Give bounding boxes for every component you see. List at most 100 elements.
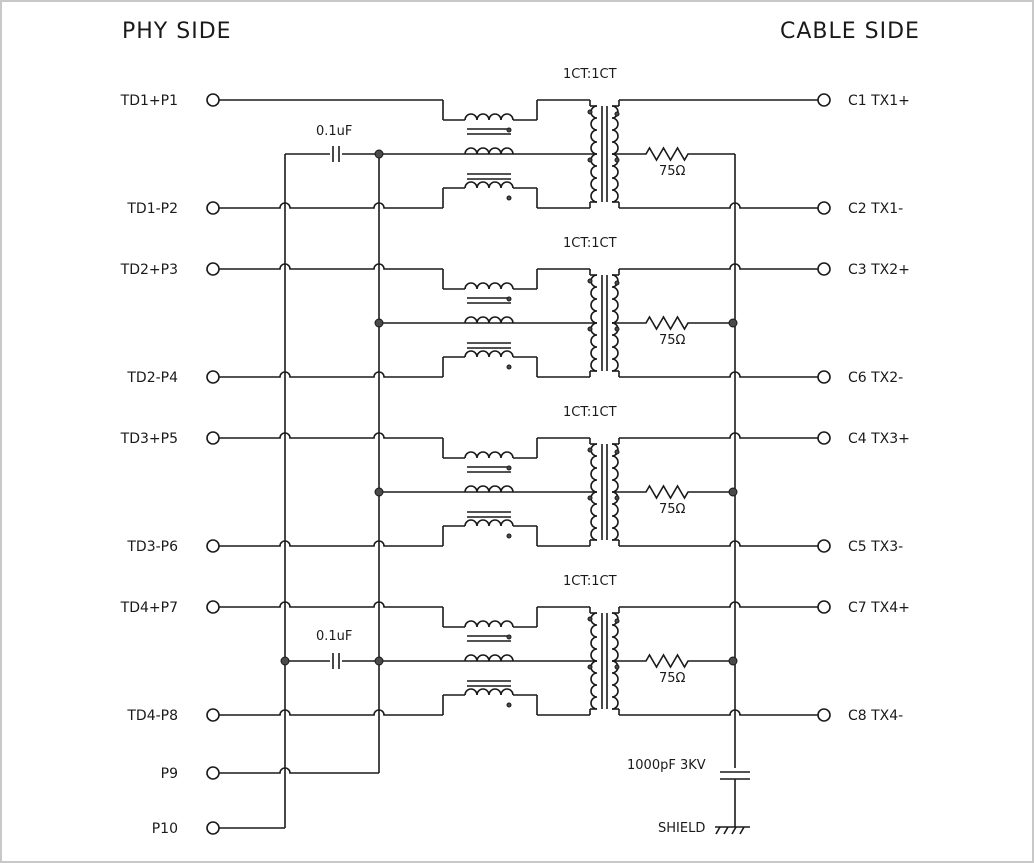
ch1-choke-dot-top bbox=[506, 127, 512, 133]
ch4-phy-plus-label: TD4+P7 bbox=[120, 600, 178, 616]
ch4-choke-dot-bottom bbox=[506, 702, 512, 708]
ch1-phy-minus-label: TD1-P2 bbox=[126, 201, 178, 217]
ch4-pri-dot-b bbox=[587, 664, 593, 670]
cable-side-heading: CABLE SIDE bbox=[780, 19, 920, 44]
ch1-cable-minus-wire bbox=[619, 202, 818, 209]
ch4-phy-minus-wire bbox=[219, 709, 443, 716]
ch1-sec-dot-b bbox=[614, 157, 620, 163]
shield-ground-hatch-1 bbox=[723, 826, 729, 835]
ch3-rt-node bbox=[728, 487, 738, 497]
ch1-phy-minus-terminal bbox=[206, 201, 220, 215]
ch2-secondary-coil-lower bbox=[611, 322, 619, 372]
ch3-primary-coil-lower bbox=[590, 491, 598, 541]
ch2-sec-dot-a bbox=[614, 280, 620, 286]
ch2-phy-minus-wire bbox=[219, 371, 443, 378]
ch3-cable-plus-terminal bbox=[817, 431, 831, 445]
ch1-pri-dot-a bbox=[587, 109, 593, 115]
resistor-label-2: 75Ω bbox=[659, 333, 686, 348]
ch3-choke-coil-center bbox=[464, 485, 514, 493]
ch2-choke-dot-top bbox=[506, 296, 512, 302]
resistor-label-4: 75Ω bbox=[659, 671, 686, 686]
ch2-phy-plus-label: TD2+P3 bbox=[120, 262, 178, 278]
ch3-cable-minus-wire bbox=[619, 540, 818, 547]
p9-label: P9 bbox=[161, 766, 178, 782]
ch2-phy-minus-terminal bbox=[206, 370, 220, 384]
ch2-cable-plus-terminal bbox=[817, 262, 831, 276]
ch3-phy-minus-label: TD3-P6 bbox=[126, 539, 178, 555]
ch2-sec-dot-b bbox=[614, 326, 620, 332]
ch3-termination-resistor bbox=[642, 484, 692, 500]
ch4-cable-minus-wire bbox=[619, 709, 818, 716]
shield-ground-hatch-3 bbox=[739, 826, 745, 835]
ch1-termination-resistor bbox=[642, 146, 692, 162]
ch2-phy-plus-wire bbox=[219, 263, 443, 270]
ch3-choke-coil-top bbox=[464, 451, 514, 459]
ch3-ct-node bbox=[374, 487, 384, 497]
ch1-choke-coil-bottom bbox=[464, 181, 514, 189]
ch3-pri-dot-a bbox=[587, 447, 593, 453]
ch1-secondary-coil-lower bbox=[611, 153, 619, 203]
ch3-cable-minus-terminal bbox=[817, 539, 831, 553]
ch4-choke-dot-top bbox=[506, 634, 512, 640]
ratio-label-4: 1CT:1CT bbox=[563, 574, 617, 589]
capacitor-label-bottom: 0.1uF bbox=[316, 629, 352, 644]
ch1-cable-minus-label: C2 TX1- bbox=[848, 201, 903, 217]
ch4-sec-dot-b bbox=[614, 664, 620, 670]
ch4-phy-plus-wire bbox=[219, 601, 443, 608]
ratio-label-1: 1CT:1CT bbox=[563, 67, 617, 82]
ch3-phy-minus-terminal bbox=[206, 539, 220, 553]
ratio-label-2: 1CT:1CT bbox=[563, 236, 617, 251]
ch4-secondary-coil-lower bbox=[611, 660, 619, 710]
shield-ground-hatch-2 bbox=[731, 826, 737, 835]
ch3-cable-plus-label: C4 TX3+ bbox=[848, 431, 910, 447]
ch4-rt-node bbox=[728, 656, 738, 666]
ch4-ct-node bbox=[374, 656, 384, 666]
ch3-phy-plus-terminal bbox=[206, 431, 220, 445]
p9-terminal bbox=[206, 766, 220, 780]
ch4-choke-coil-bottom bbox=[464, 688, 514, 696]
ch4-phy-minus-label: TD4-P8 bbox=[126, 708, 178, 724]
ch2-choke-coil-center bbox=[464, 316, 514, 324]
ch1-primary-coil-upper bbox=[590, 105, 598, 155]
ch2-pri-dot-b bbox=[587, 326, 593, 332]
ch4-cable-minus-terminal bbox=[817, 708, 831, 722]
ch3-primary-coil-upper bbox=[590, 443, 598, 493]
ch1-cable-plus-label: C1 TX1+ bbox=[848, 93, 910, 109]
ch4-primary-coil-lower bbox=[590, 660, 598, 710]
ch1-pri-dot-b bbox=[587, 157, 593, 163]
shield-ground-hatch-0 bbox=[715, 826, 721, 835]
ch3-cable-plus-wire bbox=[619, 432, 818, 439]
ch1-cable-minus-terminal bbox=[817, 201, 831, 215]
ch1-phy-plus-label: TD1+P1 bbox=[120, 93, 178, 109]
ch2-termination-resistor bbox=[642, 315, 692, 331]
ch4-cable-plus-label: C7 TX4+ bbox=[848, 600, 910, 616]
resistor-label-3: 75Ω bbox=[659, 502, 686, 517]
ch2-ct-node bbox=[374, 318, 384, 328]
ch3-choke-dot-bottom bbox=[506, 533, 512, 539]
ch3-choke-coil-bottom bbox=[464, 519, 514, 527]
ch4-sec-dot-a bbox=[614, 618, 620, 624]
ch3-sec-dot-b bbox=[614, 495, 620, 501]
phy-side-heading: PHY SIDE bbox=[122, 19, 232, 44]
ch4-termination-resistor bbox=[642, 653, 692, 669]
ch2-primary-coil-lower bbox=[590, 322, 598, 372]
ch1-cable-plus-terminal bbox=[817, 93, 831, 107]
ch2-cable-plus-wire bbox=[619, 263, 818, 270]
ch3-cable-minus-label: C5 TX3- bbox=[848, 539, 903, 555]
p9-wire bbox=[219, 767, 379, 774]
ch4-phy-minus-terminal bbox=[206, 708, 220, 722]
ch2-cable-minus-wire bbox=[619, 371, 818, 378]
ch3-phy-plus-label: TD3+P5 bbox=[120, 431, 178, 447]
ch4-cable-plus-terminal bbox=[817, 600, 831, 614]
ch2-phy-plus-terminal bbox=[206, 262, 220, 276]
ch2-cable-minus-terminal bbox=[817, 370, 831, 384]
ch1-phy-plus-terminal bbox=[206, 93, 220, 107]
ch4-choke-coil-top bbox=[464, 620, 514, 628]
ch4-primary-coil-upper bbox=[590, 612, 598, 662]
ch1-sec-dot-a bbox=[614, 111, 620, 117]
ch2-choke-coil-top bbox=[464, 282, 514, 290]
ch3-sec-dot-a bbox=[614, 449, 620, 455]
ch2-cable-plus-label: C3 TX2+ bbox=[848, 262, 910, 278]
p10-terminal bbox=[206, 821, 220, 835]
